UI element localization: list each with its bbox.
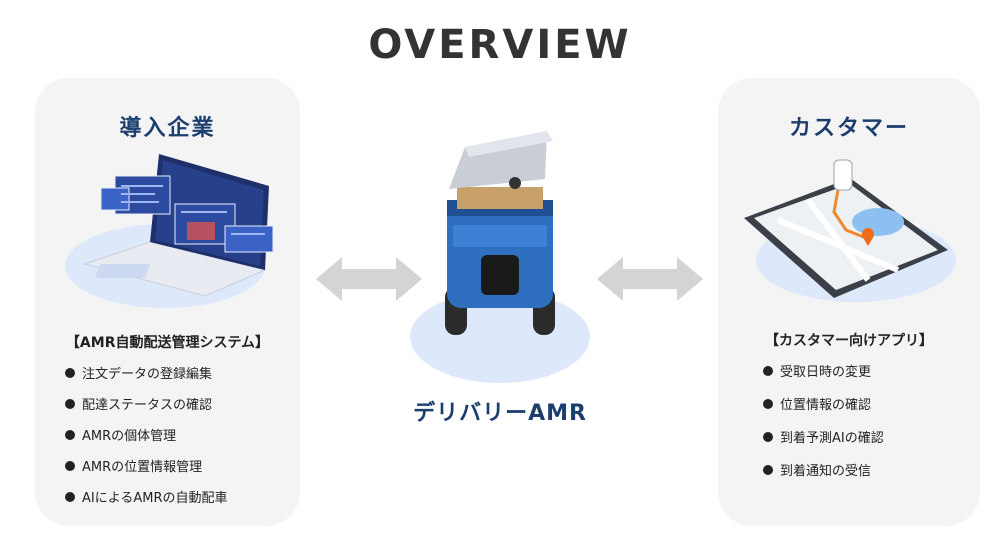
- double-arrow-right-icon: [597, 257, 703, 301]
- list-item: 到着通知の受信: [763, 453, 884, 486]
- list-item: 受取日時の変更: [763, 354, 884, 387]
- list-item: AMRの個体管理: [65, 419, 227, 450]
- bullet-icon: [65, 491, 75, 502]
- page-title: OVERVIEW: [368, 22, 632, 68]
- list-item: 到着予測AIの確認: [763, 420, 884, 453]
- laptop-dashboard-illustration: [65, 154, 274, 308]
- customer-card-title: カスタマー: [788, 116, 909, 141]
- company-card-title: 導入企業: [119, 116, 216, 141]
- system-feature-list: 注文データの登録編集 配達ステータスの確認 AMRの個体管理 AMRの位置情報管…: [65, 357, 227, 512]
- list-item: 注文データの登録編集: [65, 357, 227, 388]
- list-item: AIによるAMRの自動配車: [65, 481, 227, 512]
- bullet-icon: [65, 460, 75, 471]
- bullet-icon: [65, 429, 75, 440]
- double-arrow-left-icon: [316, 257, 422, 301]
- bullet-icon: [65, 398, 75, 409]
- app-feature-list: 受取日時の変更 位置情報の確認 到着予測AIの確認 到着通知の受信: [763, 354, 884, 486]
- list-item: 配達ステータスの確認: [65, 388, 227, 419]
- delivery-robot-illustration: [410, 131, 590, 383]
- tablet-map-illustration: [744, 159, 956, 302]
- bullet-icon: [763, 464, 773, 475]
- list-item: 位置情報の確認: [763, 387, 884, 420]
- bullet-icon: [65, 367, 75, 378]
- list-item: AMRの位置情報管理: [65, 450, 227, 481]
- system-heading: 【AMR自動配送管理システム】: [65, 335, 270, 351]
- bullet-icon: [763, 398, 773, 409]
- bullet-icon: [763, 431, 773, 442]
- company-card: 導入企業 【AMR自動配送管理システム】 注文データの登録編集 配達ステータスの…: [35, 78, 300, 526]
- robot-label: デリバリーAMR: [413, 401, 587, 426]
- app-heading: 【カスタマー向けアプリ】: [765, 333, 933, 349]
- bullet-icon: [763, 365, 773, 376]
- customer-card: カスタマー 【カスタマー向けアプリ】 受取日時の変更 位置情報の確認 到着予測A…: [718, 78, 980, 526]
